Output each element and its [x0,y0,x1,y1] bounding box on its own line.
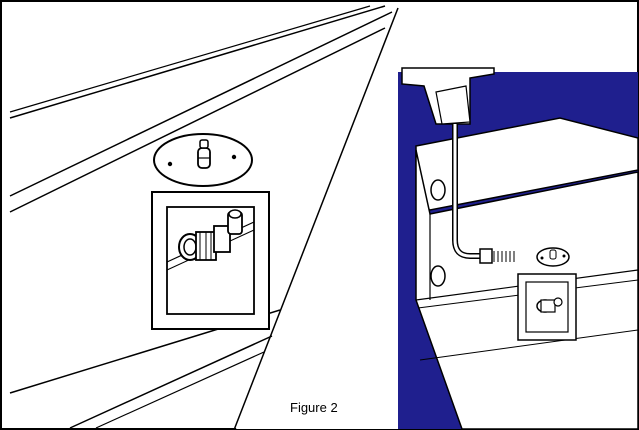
figure-caption: Figure 2 [290,400,338,415]
toggle-switch-icon [197,139,211,169]
overview-panel [398,67,639,430]
closeup-panel [9,5,393,429]
plate-screw-right-icon [231,154,237,160]
side-port-upper-icon [430,179,446,201]
gas-connector-icon [178,209,243,261]
hose-fitting [479,248,493,264]
plate-screw-left-icon [167,161,173,167]
side-port-lower-icon [430,265,446,287]
